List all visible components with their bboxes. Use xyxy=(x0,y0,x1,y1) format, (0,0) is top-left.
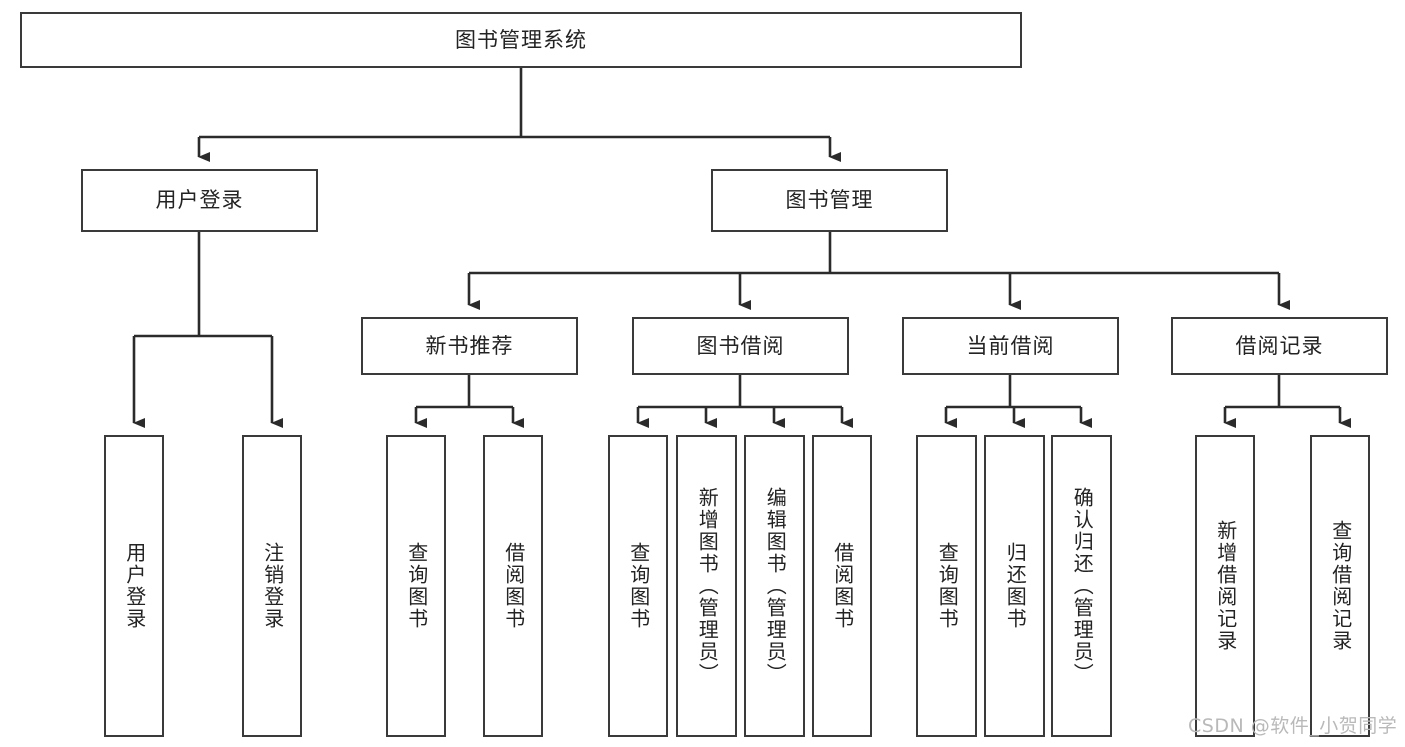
csdn-watermark: CSDN @软件_小贺同学 xyxy=(1188,715,1398,737)
leaf-query-book-borrowing[interactable]: 查询图书 xyxy=(608,435,668,737)
node-label: 新增借阅记录 xyxy=(1213,520,1238,652)
node-label: 用户登录 xyxy=(155,188,244,213)
leaf-add-borrow-record[interactable]: 新增借阅记录 xyxy=(1195,435,1255,737)
leaf-logout[interactable]: 注销登录 xyxy=(242,435,302,737)
node-label: 用户登录 xyxy=(122,542,147,630)
leaf-borrow-book-borrowing[interactable]: 借阅图书 xyxy=(812,435,872,737)
node-label: 归还图书 xyxy=(1003,542,1028,630)
leaf-add-book-admin[interactable]: 新增图书（管理员） xyxy=(676,435,737,737)
leaf-query-book-recommendation[interactable]: 查询图书 xyxy=(386,435,446,737)
leaf-return-book[interactable]: 归还图书 xyxy=(984,435,1045,737)
node-book-management[interactable]: 图书管理 xyxy=(711,169,948,232)
leaf-query-borrow-record[interactable]: 查询借阅记录 xyxy=(1310,435,1370,737)
node-current-borrowing[interactable]: 当前借阅 xyxy=(902,317,1119,375)
node-label: 查询图书 xyxy=(404,542,429,630)
leaf-borrow-book-recommendation[interactable]: 借阅图书 xyxy=(483,435,543,737)
node-label: 当前借阅 xyxy=(966,333,1055,358)
node-label: 确认归还（管理员） xyxy=(1070,487,1095,685)
leaf-user-login[interactable]: 用户登录 xyxy=(104,435,164,737)
node-label: 注销登录 xyxy=(260,542,285,630)
node-label: 新增图书（管理员） xyxy=(695,487,720,685)
node-borrow-records[interactable]: 借阅记录 xyxy=(1171,317,1388,375)
node-label: 查询借阅记录 xyxy=(1328,520,1353,652)
node-label: 图书借阅 xyxy=(696,333,785,358)
leaf-confirm-return-admin[interactable]: 确认归还（管理员） xyxy=(1051,435,1112,737)
node-user-login[interactable]: 用户登录 xyxy=(81,169,318,232)
node-label: 编辑图书（管理员） xyxy=(763,487,788,685)
leaf-query-book-current[interactable]: 查询图书 xyxy=(916,435,977,737)
node-new-book-recommendation[interactable]: 新书推荐 xyxy=(361,317,578,375)
node-label: 借阅记录 xyxy=(1235,333,1324,358)
node-root-system[interactable]: 图书管理系统 xyxy=(20,12,1022,68)
node-label: 借阅图书 xyxy=(830,542,855,630)
leaf-edit-book-admin[interactable]: 编辑图书（管理员） xyxy=(744,435,805,737)
node-book-borrowing[interactable]: 图书借阅 xyxy=(632,317,849,375)
node-label: 查询图书 xyxy=(935,542,960,630)
node-label: 图书管理系统 xyxy=(455,27,587,52)
node-label: 图书管理 xyxy=(785,188,874,213)
node-label: 新书推荐 xyxy=(425,333,514,358)
node-label: 查询图书 xyxy=(626,542,651,630)
node-label: 借阅图书 xyxy=(501,542,526,630)
